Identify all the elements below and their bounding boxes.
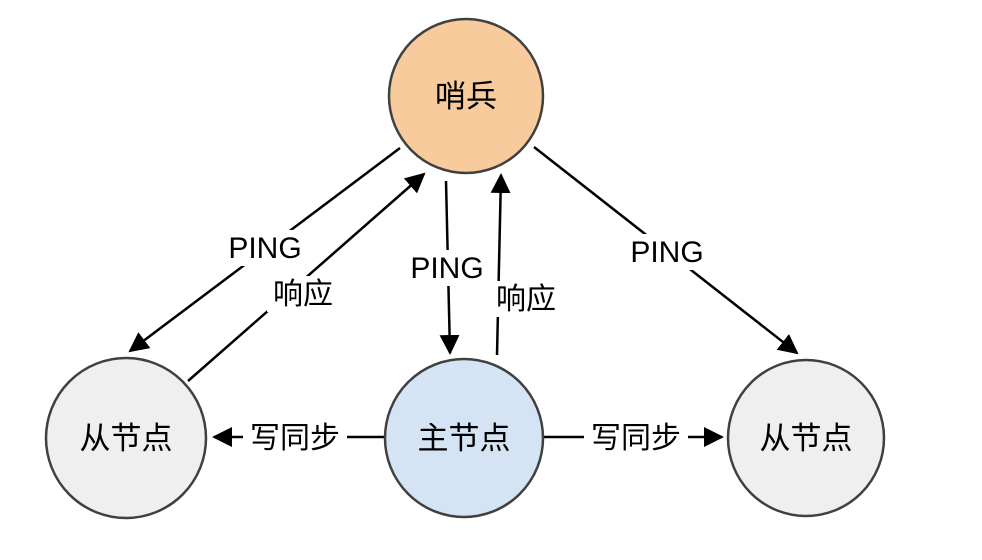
edge-label-text: PING <box>228 232 301 265</box>
label-mask <box>267 276 339 312</box>
edge-label-ping-left: PING <box>221 230 309 266</box>
label-mask <box>623 234 711 270</box>
label-mask <box>243 419 347 456</box>
slave-left-label: 从节点 <box>80 421 173 456</box>
edge-label-write-sync-right: 写同步 <box>584 419 688 456</box>
sentinel-label: 哨兵 <box>435 79 497 114</box>
edge-label-text: 响应 <box>496 283 556 316</box>
slave-left-node: 从节点 <box>44 356 208 520</box>
master-node: 主节点 <box>383 357 545 519</box>
label-mask <box>584 419 688 456</box>
edge-label-response-left: 响应 <box>267 276 339 312</box>
edge-label-ping-center: PING <box>403 250 491 286</box>
edge-label-text: 写同步 <box>591 422 681 455</box>
edge-label-response-center: 响应 <box>488 281 564 317</box>
master-label: 主节点 <box>418 421 511 456</box>
edge-label-text: PING <box>410 252 483 285</box>
edge-label-text: 响应 <box>273 278 333 311</box>
label-mask <box>403 250 491 286</box>
edge-label-write-sync-left: 写同步 <box>243 419 347 456</box>
slave-left-circle <box>44 356 208 520</box>
slave-right-node: 从节点 <box>726 358 886 518</box>
slave-right-label: 从节点 <box>760 421 853 456</box>
edge-label-text: 写同步 <box>250 422 340 455</box>
label-mask <box>488 281 564 317</box>
slave-right-circle <box>726 358 886 518</box>
sentinel-node: 哨兵 <box>387 17 545 175</box>
edge-label-ping-right: PING <box>623 234 711 270</box>
sentinel-circle <box>387 17 545 175</box>
label-mask <box>221 230 309 266</box>
edge-response-master-to-sentinel <box>490 173 511 356</box>
edge-label-text: PING <box>630 236 703 269</box>
master-circle <box>383 357 545 519</box>
